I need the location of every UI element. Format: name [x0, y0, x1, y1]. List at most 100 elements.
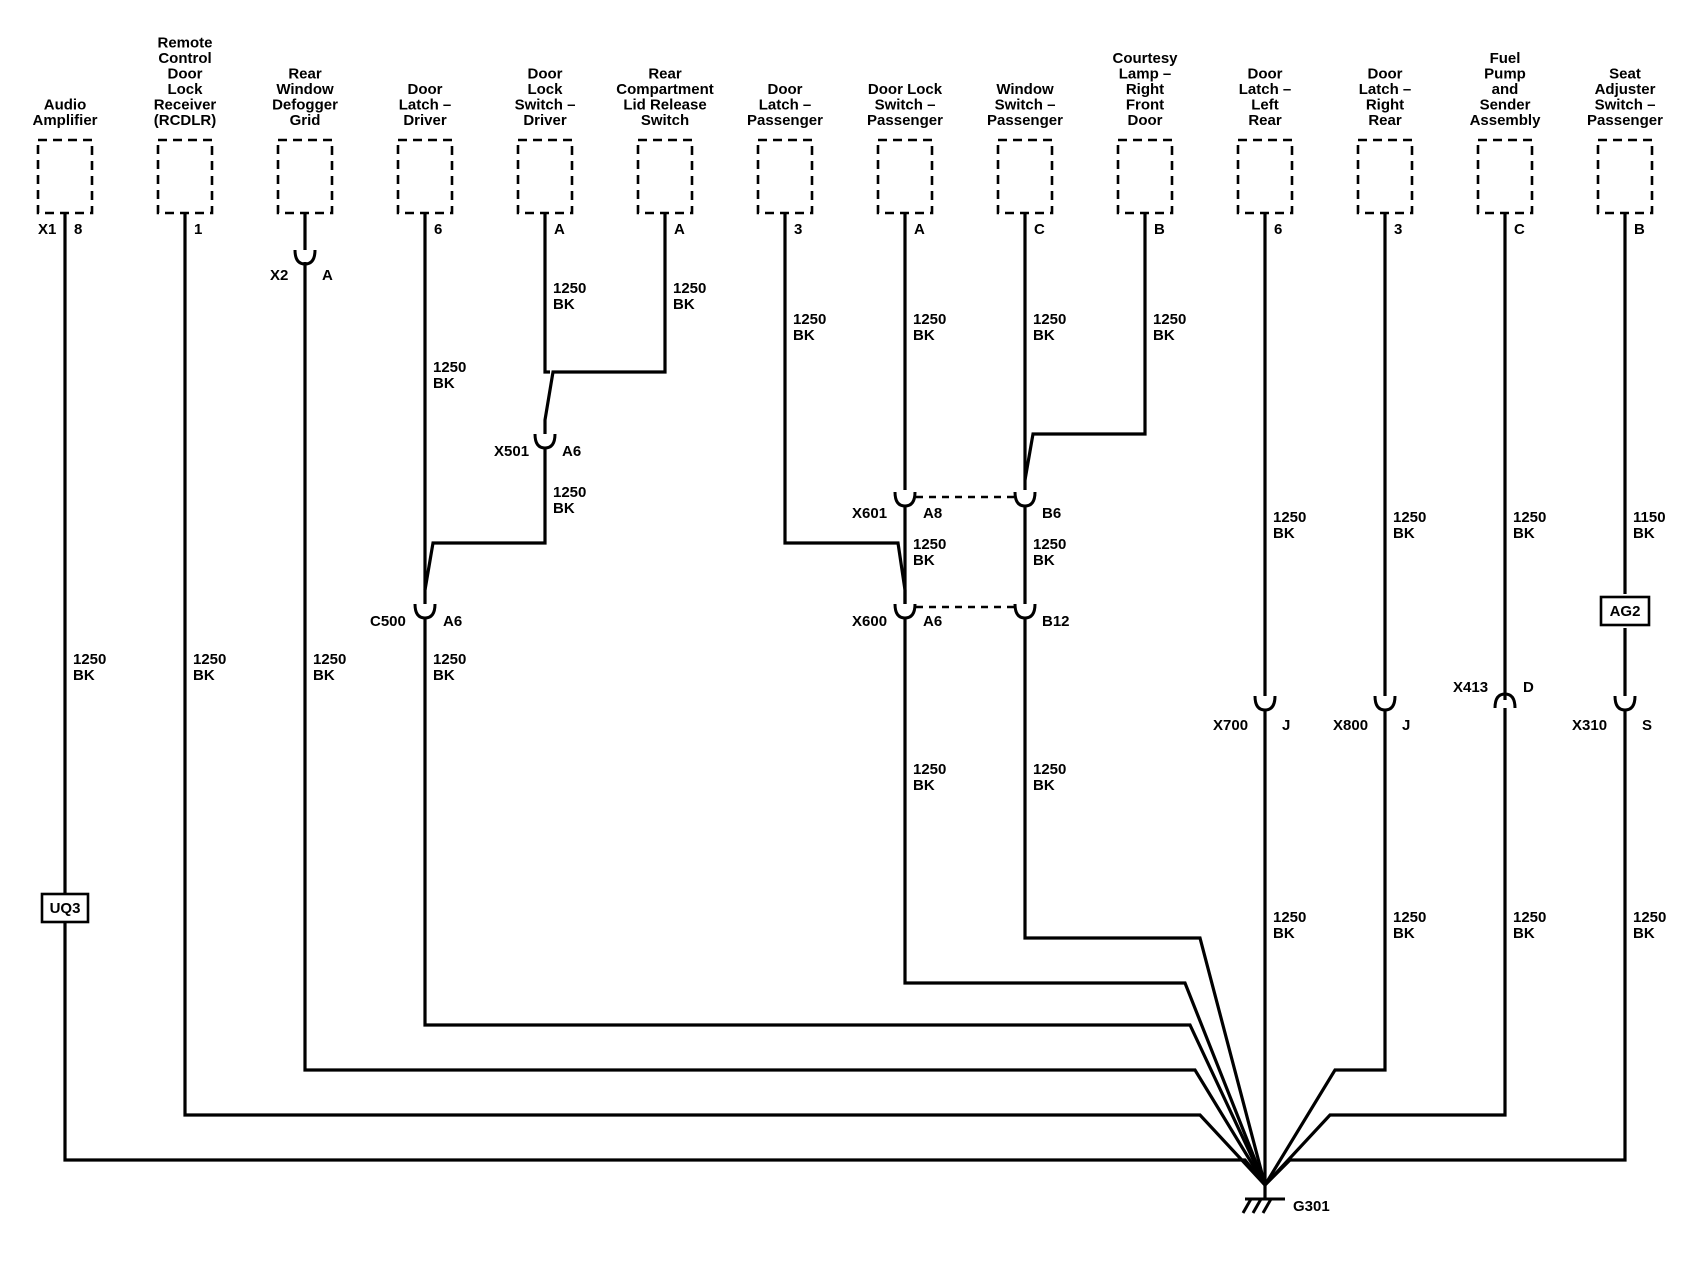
wire-color: BK [1153, 327, 1175, 344]
wire-circuit: 1250 [913, 311, 946, 328]
pin-label: 3 [794, 221, 802, 238]
connector-label: C500 [370, 613, 406, 630]
component-label: Left [1251, 97, 1279, 114]
components-layer [36, 138, 1654, 215]
wire-rear-compartment [543, 213, 667, 434]
labels-layer: AudioAmplifier8X1RemoteControlDoorLockRe… [32, 35, 1666, 1216]
wire-circuit: 1250 [913, 761, 946, 778]
wire-circuit: 1250 [1393, 909, 1426, 926]
component-label: Door [1368, 66, 1403, 83]
wire-circuit: 1250 [1393, 509, 1426, 526]
component-label: Rear [1248, 112, 1282, 129]
component-label: Switch – [515, 97, 576, 114]
connector-label: X600 [852, 613, 887, 630]
component-box [1116, 138, 1174, 215]
component-box [396, 138, 454, 215]
wire-color: BK [1393, 525, 1415, 542]
wire-door-latch-passenger [783, 213, 907, 604]
pin-label: 1 [194, 221, 202, 238]
component-label: Door [528, 66, 563, 83]
component-label: Rear [1368, 112, 1402, 129]
wire-circuit: 1250 [913, 536, 946, 553]
splice-box-uq3-label: UQ3 [50, 900, 81, 917]
ground-symbol-tick [1261, 1198, 1273, 1214]
wire-color: BK [73, 667, 95, 684]
pin-label: 8 [74, 221, 82, 238]
component-box [276, 138, 334, 215]
component-label: and [1492, 81, 1519, 98]
wire-circuit: 1250 [1033, 311, 1066, 328]
pin-label: A6 [443, 613, 462, 630]
wire-circuit: 1250 [793, 311, 826, 328]
wires-layer [63, 213, 1627, 1199]
wire-color: BK [1033, 552, 1055, 569]
component-label: Lamp – [1119, 66, 1172, 83]
pin-label: 3 [1394, 221, 1402, 238]
wire-color: BK [1033, 777, 1055, 794]
pin-label: B6 [1042, 505, 1061, 522]
wire-color: BK [433, 667, 455, 684]
component-label: Latch – [1359, 81, 1412, 98]
component-label: Front [1126, 97, 1164, 114]
wire-c500-to-ground [423, 618, 1267, 1186]
connector-label: X2 [270, 267, 288, 284]
wire-color: BK [1273, 925, 1295, 942]
pin-label: A [914, 221, 925, 238]
component-label: Grid [290, 112, 321, 129]
wire-color: BK [913, 777, 935, 794]
pin-label: S [1642, 717, 1652, 734]
component-box [876, 138, 934, 215]
wire-circuit: 1250 [1513, 509, 1546, 526]
wire-x501-to-c500 [423, 448, 547, 604]
connector-label: X501 [494, 443, 529, 460]
pin-label: C [1034, 221, 1045, 238]
connector-label: X800 [1333, 717, 1368, 734]
wire-circuit: 1250 [1273, 509, 1306, 526]
component-label: Lid Release [623, 97, 706, 114]
component-label: Door [408, 81, 443, 98]
wire-color: BK [793, 327, 815, 344]
component-label: Window [996, 81, 1054, 98]
component-label: Audio [44, 97, 87, 114]
wire-color: BK [553, 500, 575, 517]
component-label: Rear [648, 66, 682, 83]
wire-circuit: 1150 [1633, 509, 1666, 526]
pin-label: A [554, 221, 565, 238]
wire-circuit: 1250 [1273, 909, 1306, 926]
connector-label: X601 [852, 505, 887, 522]
wire-color: BK [913, 552, 935, 569]
wire-color: BK [433, 375, 455, 392]
wire-color: BK [1393, 925, 1415, 942]
wire-circuit: 1250 [1633, 909, 1666, 926]
pin-label: 6 [1274, 221, 1282, 238]
component-label: Assembly [1470, 112, 1542, 129]
component-box [516, 138, 574, 215]
component-label: Defogger [272, 97, 338, 114]
wire-color: BK [1273, 525, 1295, 542]
component-label: Latch – [399, 97, 452, 114]
pin-label: 6 [434, 221, 442, 238]
wire-rcdlr [183, 213, 1267, 1187]
wire-circuit: 1250 [313, 651, 346, 668]
connector-label: X700 [1213, 717, 1248, 734]
wire-circuit: 1250 [193, 651, 226, 668]
component-label: Passenger [1587, 112, 1663, 129]
component-label: Fuel [1490, 50, 1521, 67]
wire-x310-to-ground [1263, 710, 1627, 1187]
ground-symbol-tick [1251, 1198, 1263, 1214]
pin-label: B12 [1042, 613, 1070, 630]
wire-color: BK [313, 667, 335, 684]
component-label: Door Lock [868, 81, 943, 98]
pin-label: C [1514, 221, 1525, 238]
component-label: Switch – [995, 97, 1056, 114]
component-label: Rear [288, 66, 322, 83]
connector-label: X310 [1572, 717, 1607, 734]
pin-label: A [674, 221, 685, 238]
splice-box-ag2 [1599, 595, 1651, 627]
wire-color: BK [1633, 925, 1655, 942]
wire-circuit: 1250 [1033, 536, 1066, 553]
component-label: Pump [1484, 66, 1526, 83]
component-label: Door [1128, 112, 1163, 129]
component-label: Courtesy [1112, 50, 1178, 67]
connector-x601-b [1013, 491, 1037, 508]
